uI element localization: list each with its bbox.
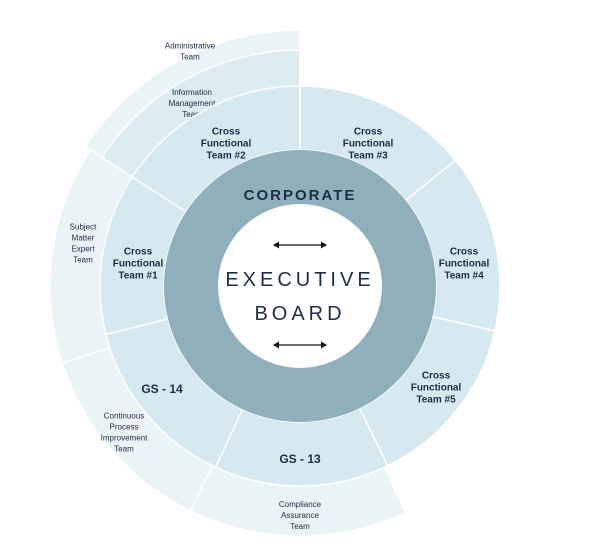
outer-segment-label: Improvement — [101, 434, 148, 443]
executive-board-center: EXECUTIVE BOARD — [218, 204, 382, 368]
middle-segment-label: Functional — [411, 383, 462, 394]
outer-segment-label: Subject — [70, 223, 97, 232]
middle-segment-label: Team #5 — [416, 395, 456, 406]
middle-segment-label: Cross — [422, 371, 451, 382]
outer-segment-label: Team — [182, 110, 202, 119]
board-label: BOARD — [254, 303, 345, 325]
middle-segment-label: GS - 14 — [141, 382, 183, 396]
outer-segment-label: Continuous — [104, 412, 144, 421]
middle-segment-label: Cross — [354, 127, 383, 138]
middle-segment-label: Functional — [343, 139, 394, 150]
outer-segment-label: Administrative — [165, 42, 216, 51]
outer-segment-label: Process — [110, 423, 139, 432]
outer-segment-label: Team — [73, 256, 93, 265]
outer-segment-label: Compliance — [279, 500, 322, 509]
outer-segment-label: Expert — [71, 245, 95, 254]
middle-segment-label: Functional — [439, 259, 490, 270]
middle-segment-label: Functional — [113, 259, 164, 270]
outer-segment-label: Assurance — [281, 511, 319, 520]
middle-segment-label: Functional — [201, 139, 252, 150]
outer-segment-label: Team — [114, 445, 134, 454]
executive-label: EXECUTIVE — [225, 269, 374, 291]
middle-segment-label: GS - 13 — [279, 452, 321, 466]
middle-segment-label: Team #1 — [118, 271, 158, 282]
middle-segment-label: Cross — [124, 247, 153, 258]
middle-segment-label: Cross — [450, 247, 479, 258]
outer-segment-label: Management — [169, 99, 216, 108]
middle-segment-label: Team #2 — [206, 151, 246, 162]
outer-segment-label: Matter — [72, 234, 95, 243]
middle-segment-label: Team #3 — [348, 151, 388, 162]
outer-segment-label: Team — [180, 53, 200, 62]
double-arrow-icon — [273, 241, 327, 249]
outer-segment-label: Information — [172, 88, 212, 97]
center-circle — [218, 204, 382, 368]
outer-segment-label: Team — [290, 522, 310, 531]
double-arrow-icon — [273, 341, 327, 349]
middle-segment-label: Team #4 — [444, 271, 484, 282]
corporate-label: CORPORATE — [244, 187, 357, 204]
middle-segment-label: Cross — [212, 127, 241, 138]
